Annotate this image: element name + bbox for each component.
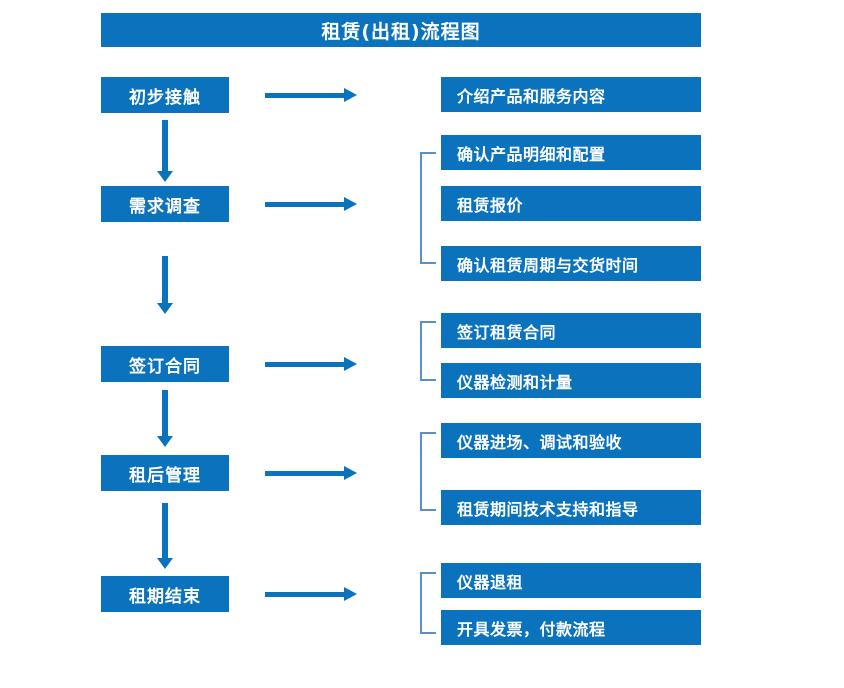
arrow-head-right-icon bbox=[344, 357, 357, 371]
diagram-title: 租赁(出租)流程图 bbox=[101, 13, 701, 47]
arrow-shaft bbox=[265, 592, 345, 597]
horizontal-arrow-5 bbox=[265, 587, 357, 601]
detail-box-4[interactable]: 确认租赁周期与交货时间 bbox=[441, 246, 701, 281]
vertical-arrow-2 bbox=[157, 256, 173, 314]
arrow-shaft bbox=[162, 120, 168, 171]
arrow-shaft bbox=[265, 202, 345, 207]
group-bracket-4 bbox=[420, 572, 436, 634]
detail-box-3[interactable]: 租赁报价 bbox=[441, 186, 701, 221]
horizontal-arrow-4 bbox=[265, 466, 357, 480]
stage-box-4[interactable]: 租后管理 bbox=[101, 455, 229, 491]
detail-box-7[interactable]: 仪器进场、调试和验收 bbox=[441, 423, 701, 458]
arrow-shaft bbox=[265, 362, 345, 367]
arrow-head-right-icon bbox=[344, 88, 357, 102]
stage-box-3[interactable]: 签订合同 bbox=[101, 346, 229, 382]
arrow-head-right-icon bbox=[344, 587, 357, 601]
horizontal-arrow-1 bbox=[265, 88, 357, 102]
detail-box-9[interactable]: 仪器退租 bbox=[441, 563, 701, 598]
arrow-head-right-icon bbox=[344, 466, 357, 480]
vertical-arrow-4 bbox=[157, 503, 173, 569]
stage-box-2[interactable]: 需求调查 bbox=[101, 186, 229, 222]
detail-box-5[interactable]: 签订租赁合同 bbox=[441, 313, 701, 348]
stage-box-5[interactable]: 租期结束 bbox=[101, 576, 229, 612]
arrow-head-right-icon bbox=[344, 197, 357, 211]
arrow-head-down-icon bbox=[157, 436, 173, 447]
arrow-head-down-icon bbox=[157, 303, 173, 314]
stage-box-1[interactable]: 初步接触 bbox=[101, 77, 229, 113]
arrow-shaft bbox=[265, 471, 345, 476]
arrow-shaft bbox=[265, 93, 345, 98]
horizontal-arrow-2 bbox=[265, 197, 357, 211]
arrow-head-down-icon bbox=[157, 171, 173, 182]
arrow-shaft bbox=[162, 503, 168, 558]
detail-box-8[interactable]: 租赁期间技术支持和指导 bbox=[441, 490, 701, 525]
arrow-shaft bbox=[162, 256, 168, 303]
group-bracket-3 bbox=[420, 432, 436, 511]
group-bracket-1 bbox=[420, 152, 436, 264]
vertical-arrow-3 bbox=[157, 390, 173, 447]
arrow-head-down-icon bbox=[157, 558, 173, 569]
detail-box-2[interactable]: 确认产品明细和配置 bbox=[441, 135, 701, 170]
arrow-shaft bbox=[162, 390, 168, 436]
vertical-arrow-1 bbox=[157, 120, 173, 182]
group-bracket-2 bbox=[420, 321, 436, 381]
detail-box-10[interactable]: 开具发票，付款流程 bbox=[441, 610, 701, 645]
horizontal-arrow-3 bbox=[265, 357, 357, 371]
detail-box-6[interactable]: 仪器检测和计量 bbox=[441, 363, 701, 398]
detail-box-1[interactable]: 介绍产品和服务内容 bbox=[441, 77, 701, 112]
